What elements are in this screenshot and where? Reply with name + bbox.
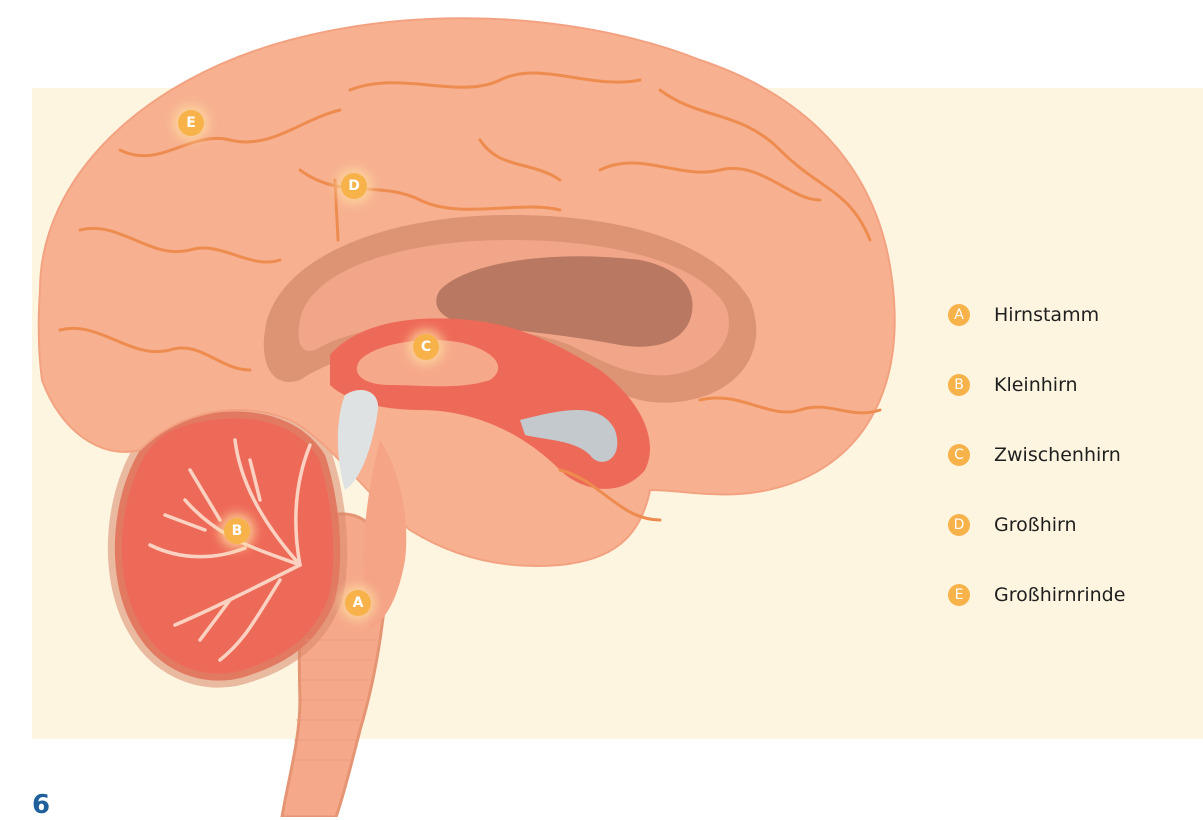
marker-c: C [413,334,439,360]
legend-marker-e: E [948,584,970,606]
legend-marker-a: A [948,304,970,326]
marker-b: B [224,518,250,544]
marker-e: E [178,110,204,136]
legend-label-c: Zwischenhirn [994,442,1121,468]
legend-label-b: Kleinhirn [994,372,1078,398]
marker-a: A [345,590,371,616]
legend-marker-d: D [948,514,970,536]
legend-label-a: Hirnstamm [994,302,1099,328]
page-number: 6 [32,790,50,820]
legend-label-e: Großhirnrinde [994,582,1125,608]
legend-label-d: Großhirn [994,512,1077,538]
legend-marker-b: B [948,374,970,396]
marker-d: D [341,173,367,199]
legend-marker-c: C [948,444,970,466]
